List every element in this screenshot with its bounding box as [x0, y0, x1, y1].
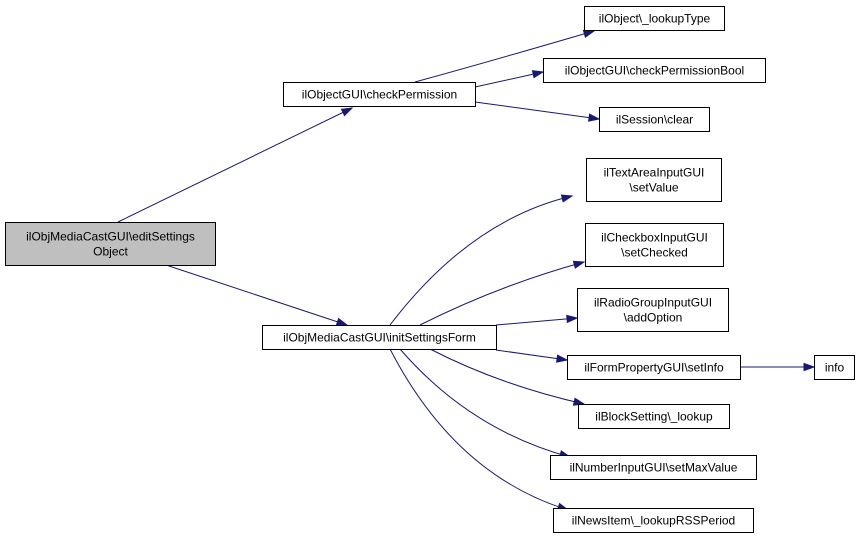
edge-arrowhead: [582, 29, 596, 38]
node-numberSetMaxValue[interactable]: ilNumberInputGUI\setMaxValue: [550, 455, 757, 480]
edge-arrowhead: [572, 260, 586, 269]
edge-initSettingsForm-to-formPropSetInfo: [495, 349, 569, 363]
edge-checkPermission-to-checkPermissionBool: [474, 70, 545, 88]
edge-line: [165, 264, 348, 326]
nodes-layer: ilObjMediaCastGUI\editSettingsObjectilOb…: [5, 6, 855, 533]
node-textAreaSetValue[interactable]: ilTextAreaInputGUI\setValue: [586, 158, 722, 202]
edge-line: [495, 317, 578, 326]
node-box: [550, 455, 757, 480]
node-label-line: ilSession\clear: [616, 113, 693, 127]
node-initSettingsForm[interactable]: ilObjMediaCastGUI\initSettingsForm: [262, 325, 497, 350]
node-blockLookup[interactable]: ilBlockSetting\_lookup: [578, 404, 730, 429]
edge-root-to-initSettingsForm: [165, 264, 349, 326]
node-label-line: info: [825, 361, 845, 375]
node-box: [567, 355, 741, 380]
node-box: [5, 222, 216, 266]
node-sessionClear[interactable]: ilSession\clear: [599, 107, 710, 132]
node-box: [577, 288, 729, 332]
edge-arrowhead: [560, 194, 574, 203]
edge-arrowhead: [335, 317, 349, 326]
node-checkboxSetChecked[interactable]: ilCheckboxInputGUI\setChecked: [585, 223, 724, 267]
node-label-line: ilFormPropertyGUI\setInfo: [584, 361, 724, 375]
node-box: [262, 325, 497, 350]
edge-line: [117, 107, 353, 223]
node-box: [578, 404, 730, 429]
edge-checkPermission-to-sessionClear: [474, 101, 601, 122]
node-checkPermission[interactable]: ilObjectGUI\checkPermission: [283, 82, 476, 107]
node-box: [283, 82, 476, 107]
node-newsLookupRSS[interactable]: ilNewsItem\_lookupRSSPeriod: [553, 508, 754, 533]
edges-layer: [117, 29, 816, 511]
edge-arrowhead: [340, 107, 354, 117]
edge-line: [389, 348, 569, 511]
node-label-line: ilRadioGroupInputGUI: [594, 296, 712, 310]
edge-line: [474, 101, 600, 120]
node-label-line: ilTextAreaInputGUI: [604, 166, 705, 180]
node-radioAddOption[interactable]: ilRadioGroupInputGUI\addOption: [577, 288, 729, 332]
node-formPropSetInfo[interactable]: ilFormPropertyGUI\setInfo: [567, 355, 741, 380]
node-info[interactable]: info: [814, 355, 855, 380]
node-label-line: ilCheckboxInputGUI: [601, 231, 708, 245]
edge-line: [389, 195, 573, 326]
edge-arrowhead: [588, 113, 601, 122]
edge-arrowhead: [556, 354, 569, 363]
node-label-line: ilObjMediaCastGUI\initSettingsForm: [283, 331, 476, 345]
node-box: [585, 223, 724, 267]
node-label-line: \addOption: [624, 311, 683, 325]
edge-arrowhead: [566, 314, 579, 324]
node-label-line: \setValue: [629, 181, 678, 195]
edge-line: [495, 349, 568, 361]
node-box: [814, 355, 855, 380]
edge-formPropSetInfo-to-info: [740, 362, 816, 372]
edge-root-to-checkPermission: [117, 107, 354, 223]
edge-initSettingsForm-to-newsLookupRSS: [389, 348, 570, 511]
node-label-line: ilBlockSetting\_lookup: [595, 410, 713, 424]
node-label-line: ilObject\_lookupType: [599, 12, 711, 26]
node-checkPermissionBool[interactable]: ilObjectGUI\checkPermissionBool: [543, 58, 766, 83]
edge-line: [399, 348, 571, 458]
edge-initSettingsForm-to-textAreaSetValue: [389, 194, 574, 326]
edge-line: [474, 71, 544, 88]
edge-line: [429, 348, 585, 405]
edge-initSettingsForm-to-checkboxSetChecked: [419, 260, 586, 326]
node-lookupType[interactable]: ilObject\_lookupType: [584, 6, 725, 31]
node-label-line: \setChecked: [621, 246, 688, 260]
node-label-line: Object: [93, 245, 128, 259]
edge-initSettingsForm-to-numberSetMaxValue: [399, 348, 572, 459]
node-box: [543, 58, 766, 83]
edge-line: [414, 30, 595, 83]
node-label-line: ilObjMediaCastGUI\editSettings: [26, 230, 195, 244]
node-label-line: ilNewsItem\_lookupRSSPeriod: [572, 514, 735, 528]
node-label-line: ilNumberInputGUI\setMaxValue: [570, 461, 738, 475]
node-box: [586, 158, 722, 202]
node-box: [584, 6, 725, 31]
edge-initSettingsForm-to-radioAddOption: [495, 314, 579, 326]
node-box: [553, 508, 754, 533]
edge-arrowhead: [531, 70, 545, 79]
node-box: [599, 107, 710, 132]
node-label-line: ilObjectGUI\checkPermissionBool: [565, 64, 744, 78]
node-label-line: ilObjectGUI\checkPermission: [302, 88, 457, 102]
edge-line: [419, 261, 585, 326]
edge-arrowhead: [803, 362, 816, 372]
